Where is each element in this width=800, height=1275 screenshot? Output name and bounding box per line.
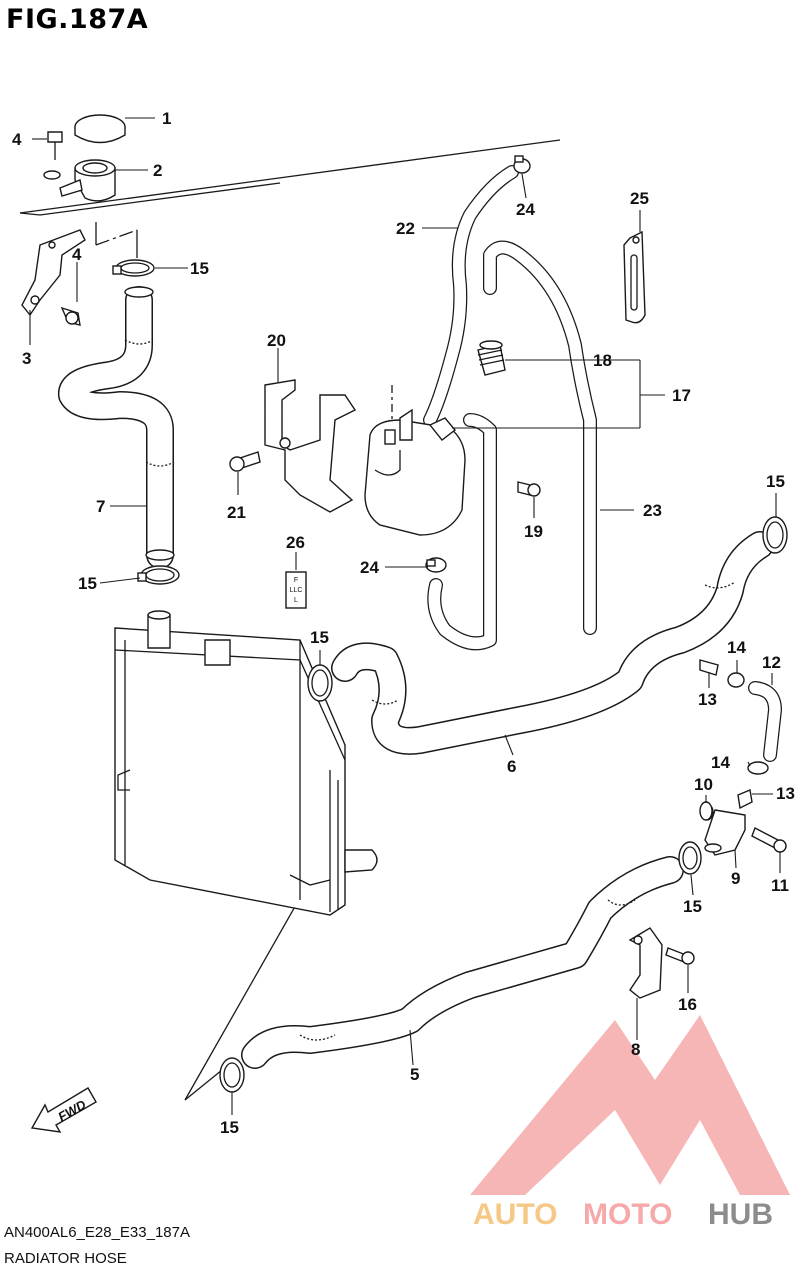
- hose-7: [58, 286, 175, 569]
- part-13-fitting-upper: [699, 659, 719, 676]
- hose-6: [331, 531, 774, 755]
- part-19-bolt: [517, 481, 541, 497]
- label-part-3: 3: [22, 349, 31, 368]
- label-part-24-lower: 24: [360, 558, 379, 577]
- part-14-clamp-upper: [727, 672, 745, 688]
- label-part-1: 1: [162, 109, 171, 128]
- part-3-bracket: [21, 229, 86, 317]
- label-part-14-upper: 14: [727, 638, 746, 657]
- model-code: AN400AL6_E28_E33_187A: [4, 1224, 190, 1241]
- part-8-bracket: [628, 927, 663, 999]
- label-part-15-f: 15: [220, 1118, 239, 1137]
- part-26-llc-label: F LLC L: [285, 571, 307, 609]
- label-part-18: 18: [593, 351, 612, 370]
- label-part-25: 25: [630, 189, 649, 208]
- watermark-logo: AUTO MOTO HUB: [470, 1015, 790, 1231]
- section-name: RADIATOR HOSE: [4, 1250, 127, 1267]
- label-part-11: 11: [771, 876, 789, 895]
- label-part-14-lower: 14: [711, 753, 730, 772]
- part-2-filler-neck: [59, 159, 116, 202]
- label-part-17: 17: [672, 386, 691, 405]
- part-1-radiator-cap: [74, 114, 126, 144]
- part-16-bolt: [665, 947, 695, 965]
- label-part-19: 19: [524, 522, 543, 541]
- part-11-bolt: [751, 827, 787, 853]
- label-part-26: 26: [286, 533, 305, 552]
- phantom-lines: [19, 139, 561, 1101]
- label-part-22: 22: [396, 219, 415, 238]
- part-24-clamp-lower: [425, 557, 447, 573]
- hose-23: [483, 240, 597, 635]
- label-part-15-c: 15: [310, 628, 329, 647]
- watermark-text-2: MOTO: [583, 1198, 672, 1231]
- watermark-text-1: AUTO: [473, 1198, 557, 1231]
- part-4-bolt-upper: [43, 131, 63, 180]
- label-part-9: 9: [731, 869, 740, 888]
- llc-line-3: L: [294, 597, 298, 604]
- part-25-strap: [623, 230, 646, 324]
- part-14-clamp-lower: [747, 761, 769, 775]
- label-part-6: 6: [507, 757, 516, 776]
- label-part-15-a: 15: [190, 259, 209, 278]
- part-15-clamp-a: [112, 259, 155, 277]
- hose-5: [241, 856, 684, 1069]
- label-part-24-upper: 24: [516, 200, 535, 219]
- part-4-bolt-lower: [60, 306, 81, 326]
- label-part-2: 2: [153, 161, 162, 180]
- figure-title: FIG.187A: [6, 4, 149, 35]
- part-15-clamp-f: [219, 1057, 245, 1093]
- label-part-20: 20: [267, 331, 286, 350]
- part-18-cap: [477, 340, 506, 376]
- leader-lines: [29, 117, 781, 1115]
- hose-22: [423, 165, 519, 427]
- watermark-text-3: HUB: [708, 1198, 773, 1231]
- label-part-15-d: 15: [766, 472, 785, 491]
- part-15-clamp-e: [678, 841, 702, 875]
- label-part-4-upper: 4: [12, 130, 22, 149]
- part-20-bracket: [264, 379, 357, 513]
- label-part-10: 10: [694, 775, 713, 794]
- label-part-5: 5: [410, 1065, 419, 1084]
- hose-12: [748, 681, 782, 762]
- label-part-15-e: 15: [683, 897, 702, 916]
- radiator: [114, 610, 378, 916]
- part-labels: 1 2 3 4 4 5 6 7 8 9 10 11 12 13 13 14 14…: [12, 109, 795, 1137]
- reservoir-lower-hose: [427, 413, 497, 651]
- part-15-clamp-b: [137, 565, 180, 585]
- part-13-fitting-lower: [737, 789, 753, 810]
- part-15-clamp-c: [307, 664, 333, 702]
- label-part-8: 8: [631, 1040, 640, 1059]
- label-part-21: 21: [227, 503, 246, 522]
- label-part-13-upper: 13: [698, 690, 717, 709]
- label-part-16: 16: [678, 995, 697, 1014]
- label-part-13-lower: 13: [776, 784, 795, 803]
- part-10-o-ring: [699, 801, 713, 821]
- reservoir-tank: [364, 408, 466, 536]
- part-24-clamp-upper: [513, 155, 531, 174]
- label-part-23: 23: [643, 501, 662, 520]
- label-part-12: 12: [762, 653, 781, 672]
- label-part-15-b: 15: [78, 574, 97, 593]
- part-21-bolt: [229, 451, 261, 472]
- llc-line-1: F: [294, 577, 298, 584]
- part-15-clamp-d: [762, 516, 788, 554]
- fwd-arrow: FWD: [30, 1087, 97, 1133]
- llc-line-2: LLC: [290, 587, 303, 594]
- label-part-7: 7: [96, 497, 105, 516]
- label-part-4-lower: 4: [72, 245, 82, 264]
